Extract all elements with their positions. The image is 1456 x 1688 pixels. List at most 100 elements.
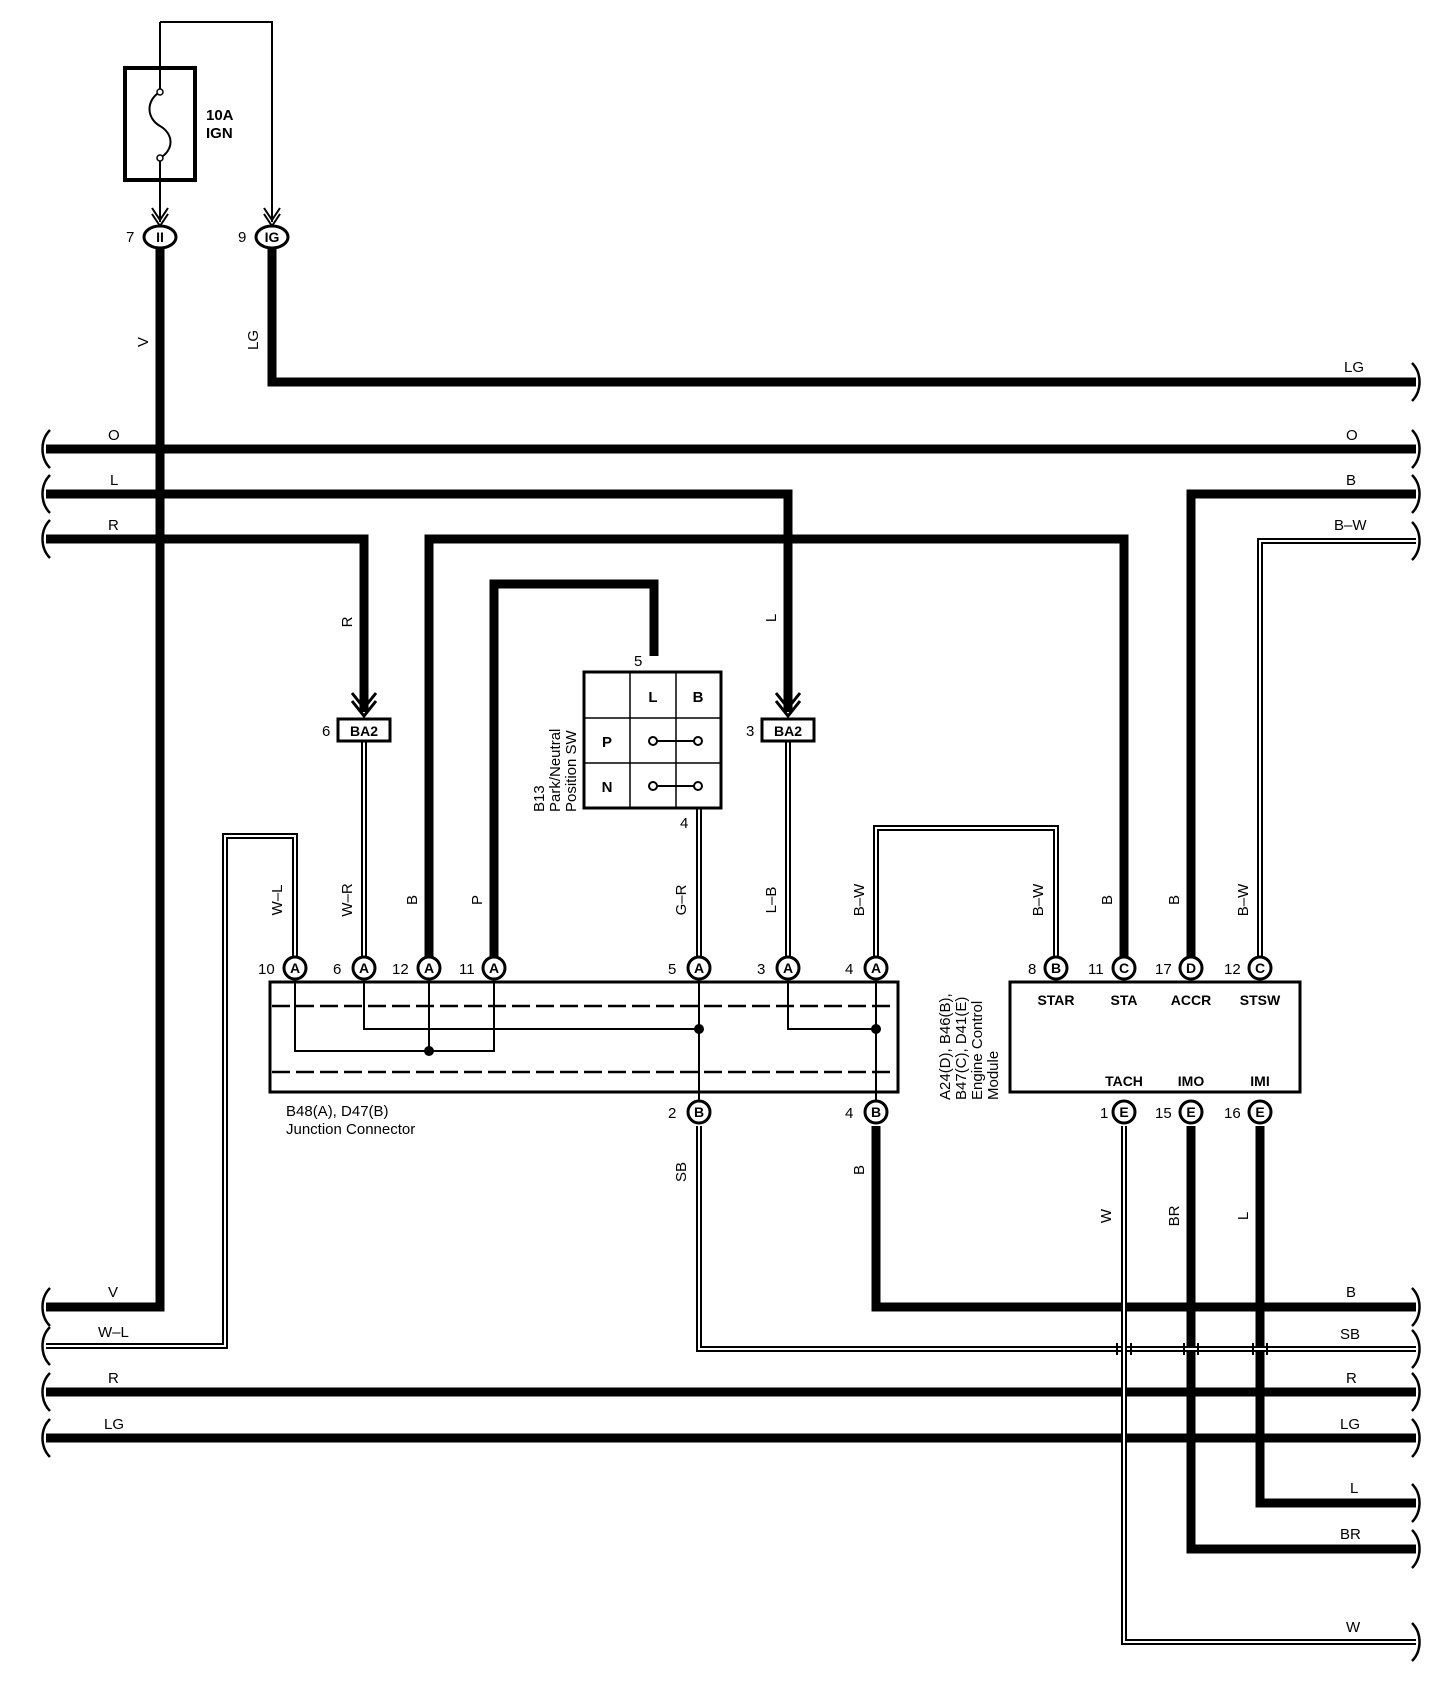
svg-text:B–W: B–W <box>1235 883 1252 916</box>
svg-text:4: 4 <box>680 815 688 832</box>
ecm-pin-15E: 15 E <box>1155 1099 1204 1125</box>
jc-pin-10A: 10 A <box>258 955 308 981</box>
double-wires <box>46 538 1416 1645</box>
ba2-arrows <box>350 692 802 719</box>
svg-text:LG: LG <box>1344 359 1364 376</box>
svg-text:B: B <box>871 1104 881 1120</box>
svg-text:SB: SB <box>1340 1326 1360 1343</box>
bus-wire-labels: LG O O L B R B–W V W–L R LG B SB R LG L … <box>98 359 1367 1636</box>
svg-text:N: N <box>602 779 613 796</box>
svg-text:LG: LG <box>245 330 262 350</box>
svg-text:12: 12 <box>1224 961 1241 978</box>
switch-name-2: Position SW <box>563 729 580 812</box>
jc-pin-12A: 12 A <box>392 955 442 981</box>
svg-text:L: L <box>763 614 780 622</box>
junction-bottom-pins: 2 B 4 B <box>668 1099 889 1125</box>
ignition-connector-7: 7 II <box>126 224 178 250</box>
jc-pin-2B: 2 B <box>668 1099 712 1125</box>
svg-text:A: A <box>290 960 300 976</box>
svg-text:IMO: IMO <box>1178 1073 1205 1089</box>
svg-text:9: 9 <box>238 229 246 246</box>
svg-text:LG: LG <box>104 1416 124 1433</box>
svg-text:BA2: BA2 <box>774 723 802 739</box>
svg-text:17: 17 <box>1155 961 1172 978</box>
svg-text:16: 16 <box>1224 1105 1241 1122</box>
svg-text:W: W <box>1346 1619 1361 1636</box>
jc-pin-4A: 4 A <box>845 955 889 981</box>
svg-text:L: L <box>1350 1480 1358 1497</box>
ignition-connector-9: 9 IG <box>238 224 290 250</box>
ba2-connector-6: 6 BA2 <box>322 717 392 743</box>
svg-text:1: 1 <box>1100 1105 1108 1122</box>
svg-text:8: 8 <box>1028 961 1036 978</box>
wire-l-bottom <box>1255 1126 1416 1508</box>
engine-control-module: A24(D), B46(B), B47(C), D41(E) Engine Co… <box>937 980 1302 1100</box>
svg-text:B: B <box>1166 895 1183 905</box>
svg-text:IMI: IMI <box>1250 1073 1269 1089</box>
svg-text:A: A <box>694 960 704 976</box>
svg-text:W–L: W–L <box>98 1324 129 1341</box>
switch-code: B13 <box>531 785 548 812</box>
thick-wires <box>46 248 1416 1554</box>
svg-text:ACCR: ACCR <box>1171 992 1211 1008</box>
svg-text:A24(D), B46(B),: A24(D), B46(B), <box>937 993 954 1100</box>
svg-text:Module: Module <box>985 1051 1002 1100</box>
svg-text:2: 2 <box>668 1105 676 1122</box>
wire-br <box>1186 1126 1416 1554</box>
svg-text:O: O <box>108 427 120 444</box>
svg-text:II: II <box>156 229 164 245</box>
svg-text:B: B <box>694 1104 704 1120</box>
svg-text:B–W: B–W <box>1334 517 1367 534</box>
svg-text:5: 5 <box>668 961 676 978</box>
svg-text:LG: LG <box>1340 1416 1360 1433</box>
svg-text:BA2: BA2 <box>350 723 378 739</box>
junction-name: Junction Connector <box>286 1121 415 1138</box>
ecm-pin-17D: 17 D <box>1155 955 1204 981</box>
svg-text:B–W: B–W <box>851 883 868 916</box>
svg-text:B: B <box>1099 895 1116 905</box>
jc-pin-4B: 4 B <box>845 1099 889 1125</box>
svg-text:B: B <box>851 1165 868 1175</box>
svg-text:B: B <box>1346 472 1356 489</box>
svg-text:E: E <box>1119 1104 1128 1120</box>
wire-lg-top <box>267 248 1416 387</box>
svg-text:R: R <box>339 616 356 627</box>
svg-text:A: A <box>424 960 434 976</box>
junction-top-pins: 10 A 6 A 12 A 11 A 5 A 3 A <box>258 955 889 981</box>
svg-text:C: C <box>1255 960 1265 976</box>
svg-text:3: 3 <box>757 961 765 978</box>
ign-fuse: 10A IGN <box>123 21 281 228</box>
ecm-pin-8B: 8 B <box>1028 955 1069 981</box>
svg-text:TACH: TACH <box>1105 1073 1143 1089</box>
jc-pin-11A: 11 A <box>459 955 507 981</box>
break-marks-right <box>1411 362 1421 1662</box>
wire-b-sta <box>424 534 1129 968</box>
svg-text:STSW: STSW <box>1240 992 1281 1008</box>
svg-text:BR: BR <box>1166 1205 1183 1226</box>
svg-text:STAR: STAR <box>1037 992 1074 1008</box>
svg-text:L: L <box>110 472 118 489</box>
svg-text:A: A <box>871 960 881 976</box>
svg-text:B–W: B–W <box>1030 883 1047 916</box>
svg-text:V: V <box>135 337 152 347</box>
svg-text:A: A <box>359 960 369 976</box>
jc-pin-6A: 6 A <box>333 955 377 981</box>
park-neutral-switch: 5 L B P N 4 B13 Park/Neutral Position SW <box>531 653 723 832</box>
fuse-rating: 10A <box>206 107 234 124</box>
svg-text:L: L <box>648 689 657 706</box>
ecm-pin-1E: 1 E <box>1100 1099 1137 1125</box>
svg-text:L–B: L–B <box>763 887 780 914</box>
svg-text:V: V <box>108 1284 118 1301</box>
svg-text:B47(C), D41(E): B47(C), D41(E) <box>953 997 970 1100</box>
svg-text:11: 11 <box>459 961 475 978</box>
svg-text:A: A <box>489 960 499 976</box>
ecm-pin-11C: 11 C <box>1088 955 1137 981</box>
svg-text:11: 11 <box>1088 961 1104 978</box>
svg-text:B: B <box>693 689 704 706</box>
svg-text:B: B <box>404 895 421 905</box>
svg-text:R: R <box>1346 1370 1357 1387</box>
vertical-wire-labels: V LG R L W–L W–R B P G–R L–B B–W B–W B B… <box>135 330 1252 1226</box>
svg-text:12: 12 <box>392 961 409 978</box>
svg-text:E: E <box>1255 1104 1264 1120</box>
svg-text:P: P <box>469 895 486 905</box>
